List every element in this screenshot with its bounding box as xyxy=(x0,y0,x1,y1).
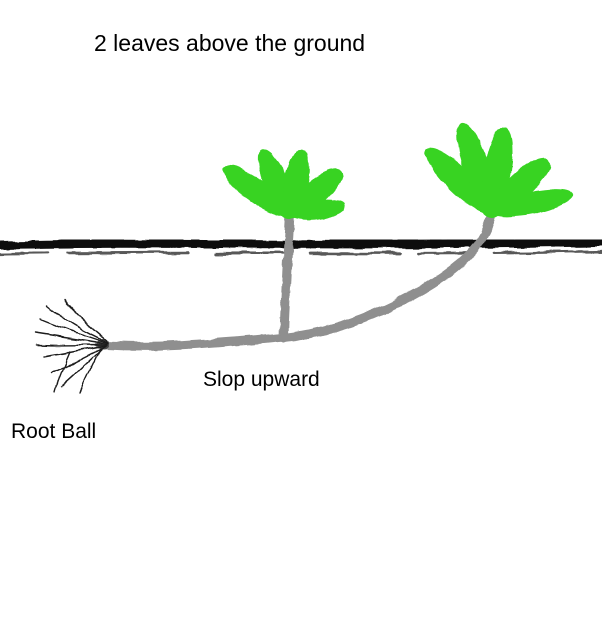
right-plant-stem xyxy=(279,206,497,343)
stems xyxy=(95,206,497,351)
root-ball xyxy=(34,299,109,393)
leaf xyxy=(222,165,292,217)
slope-upward-label: Slop upward xyxy=(203,368,320,391)
leaf xyxy=(490,189,574,217)
leaf xyxy=(290,199,346,221)
right-plant-leaves xyxy=(425,122,574,218)
horizontal-stem xyxy=(95,332,289,351)
left-plant-stem xyxy=(279,209,295,343)
title-label: 2 leaves above the ground xyxy=(94,30,366,56)
left-plant-leaves xyxy=(222,148,346,221)
root-ball-label: Root Ball xyxy=(11,420,97,443)
ground-line xyxy=(0,237,602,256)
